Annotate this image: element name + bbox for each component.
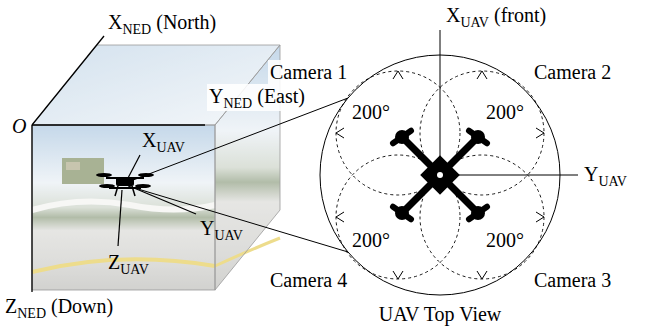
- label-text: Camera 2: [534, 61, 611, 83]
- subscript: NED: [122, 22, 151, 37]
- ned-axes: [32, 36, 205, 292]
- subscript: UAV: [120, 262, 149, 277]
- drone-small: [96, 173, 154, 196]
- fov-angle: 200°: [350, 100, 392, 124]
- subscript: UAV: [460, 15, 489, 30]
- subscript: UAV: [156, 140, 185, 155]
- subscript: NED: [223, 96, 252, 111]
- camera-label: Camera 3: [532, 268, 613, 292]
- axis-label: XUAV: [142, 128, 185, 155]
- label-text: O: [12, 115, 26, 137]
- drone-top-view: [389, 127, 491, 224]
- label-text: (East): [257, 85, 305, 107]
- subscript: NED: [17, 306, 46, 321]
- axis-label: XNED (North): [108, 10, 216, 37]
- subscript: UAV: [214, 228, 243, 243]
- label-text: (front): [494, 4, 546, 26]
- label-text: UAV Top View: [379, 303, 502, 325]
- label-text: X: [108, 11, 122, 33]
- axis-label: YUAV: [584, 162, 627, 189]
- axis-label: ZUAV: [108, 250, 149, 277]
- label-text: 200°: [352, 101, 390, 123]
- camera-label: Camera 1: [268, 60, 349, 84]
- view-caption: UAV Top View: [379, 302, 502, 326]
- fov-angle: 200°: [484, 228, 526, 252]
- label-text: X: [142, 129, 156, 151]
- fov-angle: 200°: [350, 228, 392, 252]
- label-text: Y: [200, 217, 214, 239]
- label-text: Camera 1: [270, 61, 347, 83]
- uav-axes: [118, 155, 196, 246]
- label-text: Camera 3: [534, 269, 611, 291]
- camera-markers: [336, 71, 544, 279]
- label-text: (Down): [51, 295, 113, 317]
- label-text: 200°: [486, 229, 524, 251]
- label-text: Z: [5, 295, 17, 317]
- axis-label: YUAV: [200, 216, 243, 243]
- camera-label: Camera 4: [268, 268, 349, 292]
- axis-label: ZNED (Down): [5, 294, 113, 321]
- label-text: Y: [209, 85, 223, 107]
- label-text: Z: [108, 251, 120, 273]
- axis-label: YNED (East): [207, 84, 307, 111]
- label-text: Y: [584, 163, 598, 185]
- label-text: 200°: [486, 101, 524, 123]
- label-text: Camera 4: [270, 269, 347, 291]
- panorama-cube: [32, 45, 280, 290]
- leader-lines: [128, 98, 348, 252]
- camera-label: Camera 2: [532, 60, 613, 84]
- origin-label: O: [12, 114, 26, 138]
- label-text: X: [446, 4, 460, 26]
- subscript: UAV: [598, 174, 627, 189]
- label-text: 200°: [352, 229, 390, 251]
- axis-label: XUAV (front): [446, 3, 546, 30]
- fov-angle: 200°: [484, 100, 526, 124]
- label-text: (North): [156, 11, 216, 33]
